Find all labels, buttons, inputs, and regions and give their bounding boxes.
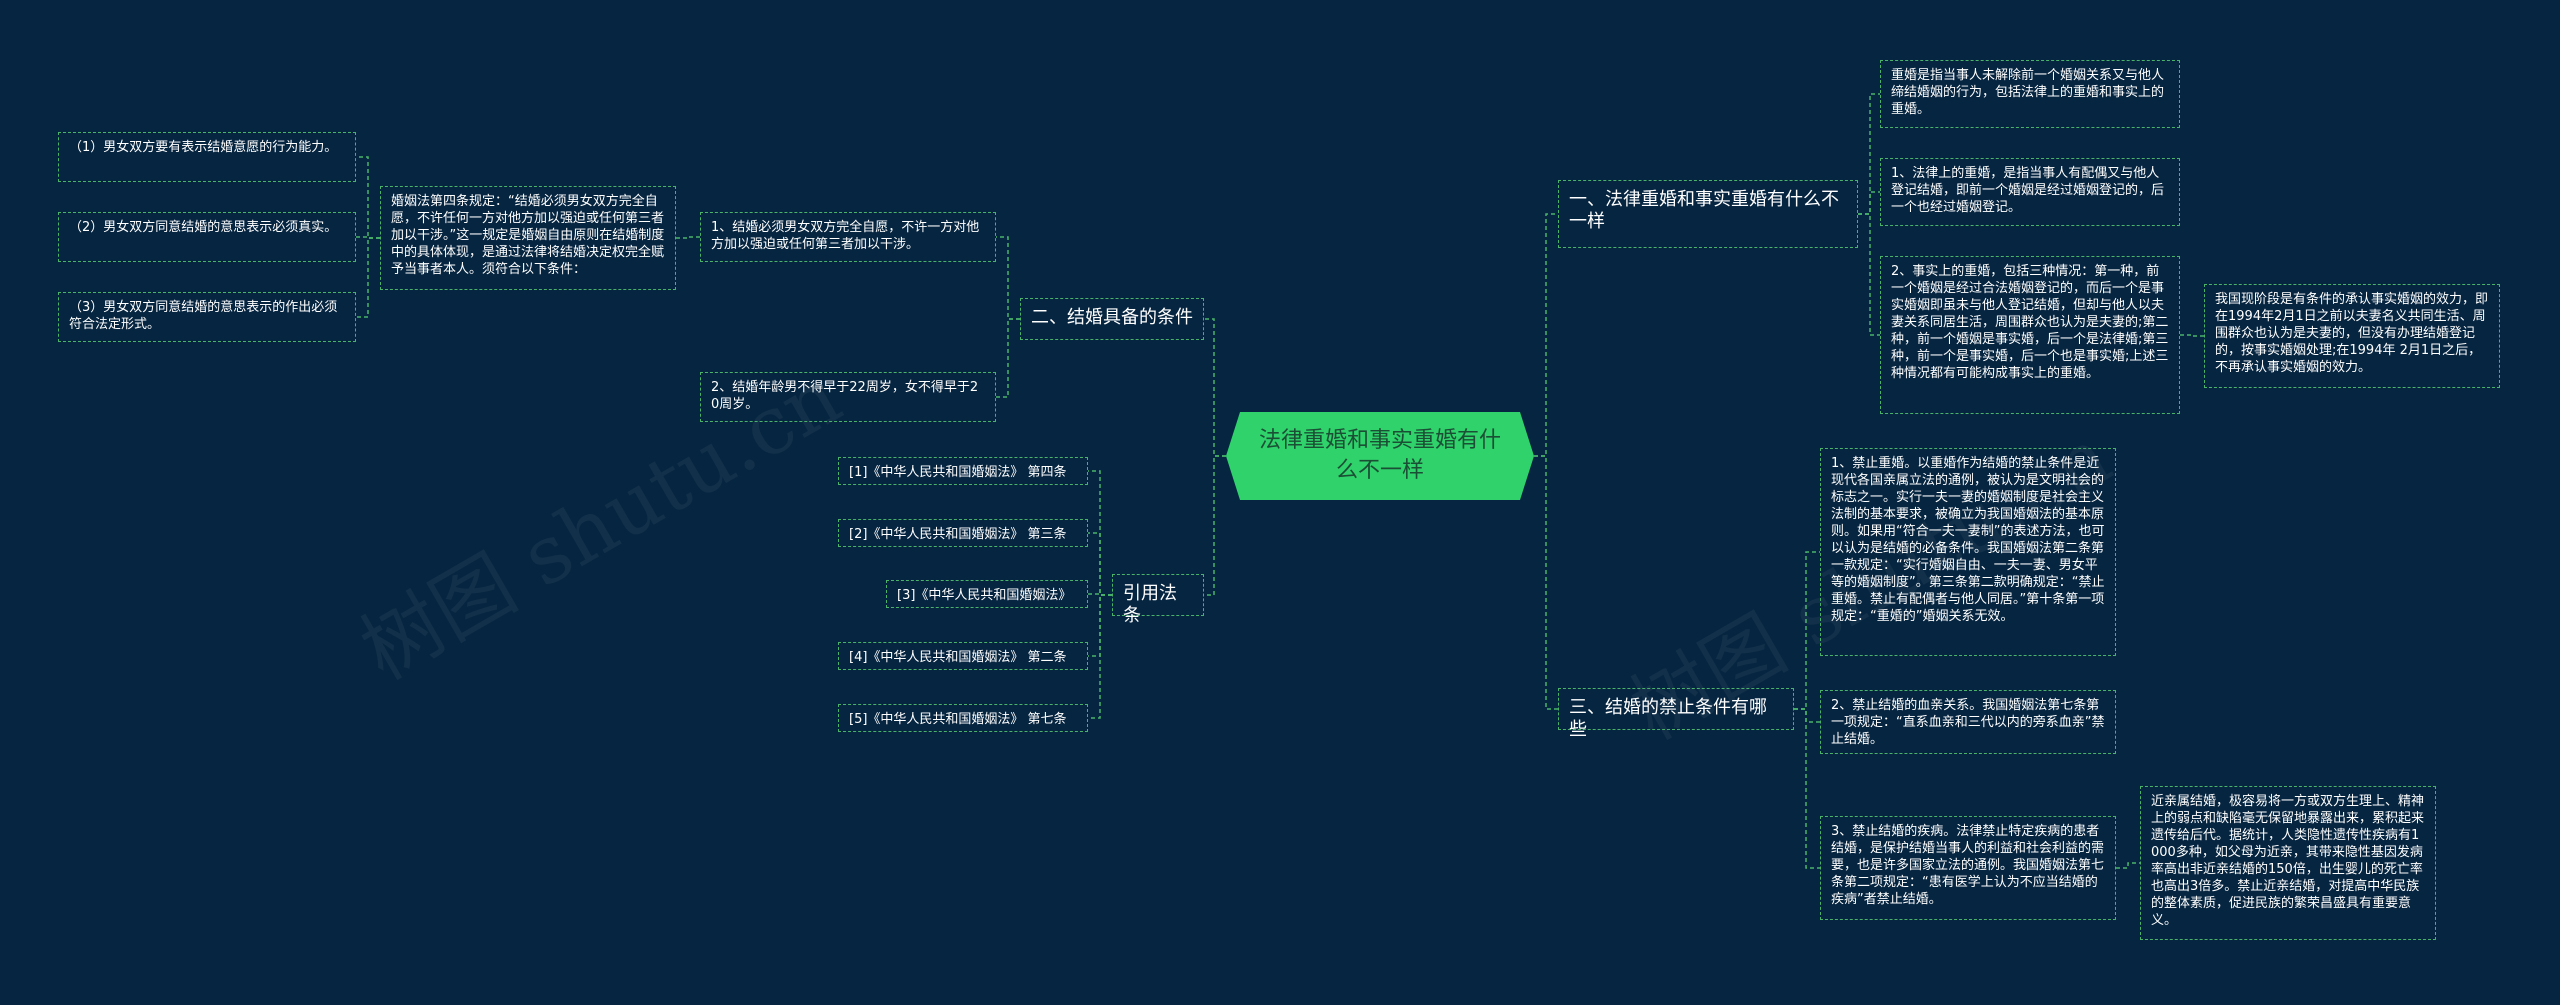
branch-marriage-conditions[interactable]: 二、结婚具备的条件: [1020, 298, 1204, 340]
leaf-free-will[interactable]: 1、结婚必须男女双方完全自愿，不许一方对他方加以强迫或任何第三者加以干涉。: [700, 212, 996, 262]
connector-line: [1088, 532, 1112, 596]
branch-legal-vs-factual-bigamy[interactable]: 一、法律重婚和事实重婚有什么不一样: [1558, 180, 1858, 248]
citation-1[interactable]: [1]《中华人民共和国婚姻法》 第四条: [838, 457, 1088, 485]
connector-line: [1858, 213, 1880, 336]
leaf-legal-bigamy[interactable]: 1、法律上的重婚，是指当事人有配偶又与他人登记结婚，即前一个婚姻是经过婚姻登记的…: [1880, 158, 2180, 226]
connector-line: [356, 237, 380, 318]
leaf-factual-bigamy[interactable]: 2、事实上的重婚，包括三种情况：第一种，前一个婚姻是经过合法婚姻登记的，而后一个…: [1880, 256, 2180, 414]
connector-line: [676, 236, 700, 239]
connector-line: [1534, 455, 1558, 710]
leaf-close-relative-genetics[interactable]: 近亲属结婚，极容易将一方或双方生理上、精神上的弱点和缺陷毫无保留地暴露出来，累积…: [2140, 786, 2436, 940]
connector-line: [1794, 551, 1820, 710]
branch-cited-laws[interactable]: 引用法条: [1112, 574, 1204, 626]
branch-marriage-prohibitions[interactable]: 三、结婚的禁止条件有哪些: [1558, 688, 1794, 740]
citation-3[interactable]: [3]《中华人民共和国婚姻法》: [886, 580, 1088, 608]
connector-line: [1088, 594, 1112, 719]
connector-line: [1858, 93, 1880, 215]
leaf-capacity[interactable]: （1）男女双方要有表示结婚意愿的行为能力。: [58, 132, 356, 182]
connector-line: [1204, 455, 1226, 596]
connector-line: [356, 156, 380, 239]
leaf-prohibit-disease[interactable]: 3、禁止结婚的疾病。法律禁止特定疾病的患者结婚，是保护结婚当事人的利益和社会利益…: [1820, 816, 2116, 920]
connector-line: [996, 318, 1020, 398]
leaf-bigamy-definition[interactable]: 重婚是指当事人未解除前一个婚姻关系又与他人缔结婚姻的行为，包括法律上的重婚和事实…: [1880, 60, 2180, 128]
connector-line: [1204, 318, 1226, 457]
leaf-factual-marriage-validity[interactable]: 我国现阶段是有条件的承认事实婚姻的效力，即在1994年2月1日之前以夫妻名义共同…: [2204, 284, 2500, 388]
connector-line: [1858, 191, 1880, 215]
connector-line: [996, 236, 1020, 320]
leaf-prohibit-bigamy[interactable]: 1、禁止重婚。以重婚作为结婚的禁止条件是近现代各国亲属立法的通例，被认为是文明社…: [1820, 448, 2116, 656]
leaf-marriage-age[interactable]: 2、结婚年龄男不得早于22周岁，女不得早于20周岁。: [700, 372, 996, 422]
connector-line: [2180, 334, 2204, 337]
leaf-genuine-intent[interactable]: （2）男女双方同意结婚的意思表示必须真实。: [58, 212, 356, 262]
leaf-legal-form[interactable]: （3）男女双方同意结婚的意思表示的作出必须符合法定形式。: [58, 292, 356, 342]
citation-2[interactable]: [2]《中华人民共和国婚姻法》 第三条: [838, 519, 1088, 547]
leaf-prohibit-blood-relation[interactable]: 2、禁止结婚的血亲关系。我国婚姻法第七条第一项规定：“直系血亲和三代以内的旁系血…: [1820, 690, 2116, 754]
connector-line: [1794, 708, 1820, 869]
citation-4[interactable]: [4]《中华人民共和国婚姻法》 第二条: [838, 642, 1088, 670]
citation-5[interactable]: [5]《中华人民共和国婚姻法》 第七条: [838, 704, 1088, 732]
leaf-article-four[interactable]: 婚姻法第四条规定：“结婚必须男女双方完全自愿，不许任何一方对他方加以强迫或任何第…: [380, 186, 676, 290]
connector-line: [1794, 708, 1820, 723]
connector-line: [1534, 213, 1558, 457]
central-topic[interactable]: 法律重婚和事实重婚有什么不一样: [1226, 412, 1534, 500]
connector-line: [2116, 862, 2140, 869]
